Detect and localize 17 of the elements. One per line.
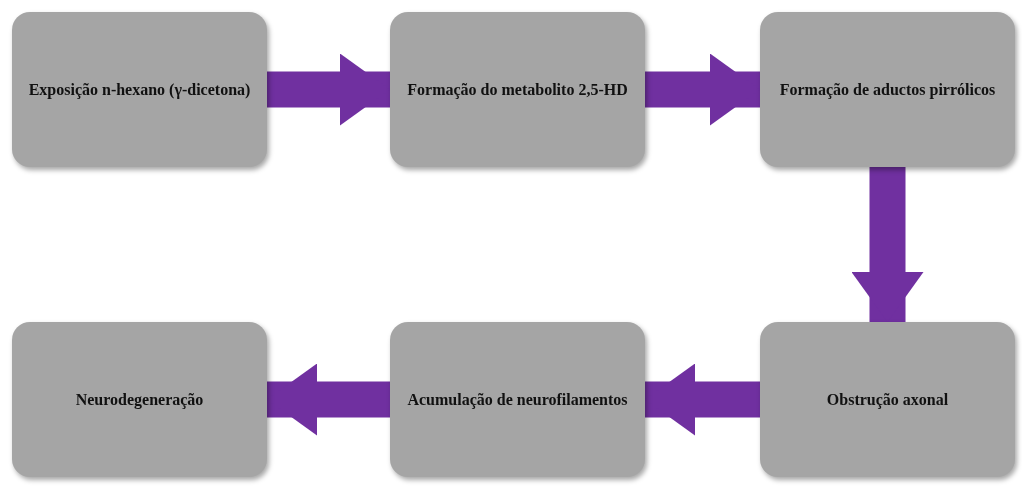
block-arrow (267, 53, 390, 126)
block-arrow (267, 363, 390, 436)
box-label: Acumulação de neurofilamentos (407, 389, 628, 410)
box-label: Exposição n-hexano (γ-dicetona) (28, 79, 251, 100)
box-label: Formação de aductos pirrólicos (779, 79, 996, 100)
block-arrow (851, 167, 924, 322)
process-box (12, 322, 267, 477)
block-arrow (645, 363, 760, 436)
process-box (12, 12, 267, 167)
box-label: Neurodegeneração (75, 389, 204, 410)
process-box (760, 12, 1015, 167)
box-label: Formação do metabolito 2,5-HD (407, 79, 628, 100)
block-arrow (645, 53, 760, 126)
process-box (390, 12, 645, 167)
process-box (390, 322, 645, 477)
process-box (760, 322, 1015, 477)
box-label: Obstrução axonal (826, 389, 949, 410)
